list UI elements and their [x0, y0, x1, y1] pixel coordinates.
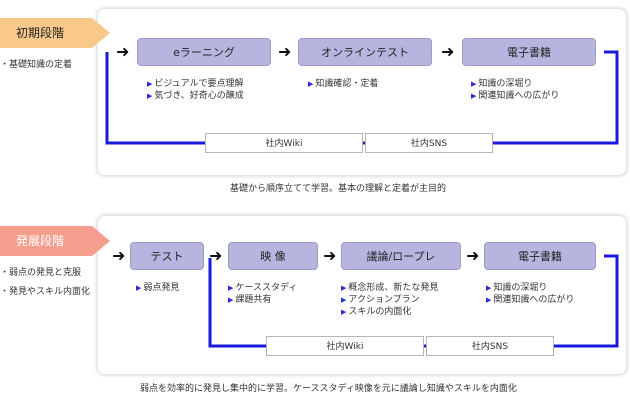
stage1-step-elearning: eラーニング [137, 38, 271, 66]
bullet-text: アクションプラン [348, 295, 420, 305]
bullet-text: ケーススタディ [235, 283, 298, 293]
bullet-text: 知識の深堀り [478, 79, 533, 89]
stage1-bullets-2: ▶知識確認・定着 [308, 78, 378, 90]
stage2-loop-sns: 社内SNS [426, 336, 554, 356]
stage1-loop-sns: 社内SNS [365, 133, 493, 153]
stage1-caption: 基礎から順序立てて学習。基本の理解と定着が主目的 [230, 184, 447, 194]
bullet-marker-icon: ▶ [228, 284, 234, 292]
stage2-arrow-3: ➜ [323, 246, 337, 265]
stage2-step-ebook: 電子書籍 [484, 242, 596, 270]
stage1-arrow-3: ➜ [441, 42, 455, 61]
stage2-tag-label: 発展段階 [16, 234, 65, 248]
bullet-text: 課題共有 [235, 295, 272, 305]
bullet-text: 弱点発見 [143, 283, 180, 293]
stage1-note: ・基礎知識の定着 [0, 60, 73, 70]
stage1-bullets-1: ▶ビジュアルで要点理解 ▶気づき、好奇心の醸成 [147, 78, 244, 102]
bullet-marker-icon: ▶ [147, 92, 153, 100]
bullet-marker-icon: ▶ [471, 80, 477, 88]
stage1-tag-label: 初期段階 [16, 26, 65, 40]
bullet-text: 知識の深堀り [493, 283, 548, 293]
stage2-arrow-1: ➜ [112, 246, 126, 265]
bullet-marker-icon: ▶ [341, 284, 347, 292]
bullet-text: スキルの内面化 [348, 307, 412, 317]
stage1-step-ebook: 電子書籍 [462, 38, 596, 66]
bullet-marker-icon: ▶ [486, 296, 492, 304]
bullet-text: 概念形成、新たな発見 [348, 283, 439, 293]
stage1-tag-shape [0, 18, 110, 48]
bullet-text: 関連知識への広がり [493, 295, 575, 305]
bullet-text: 関連知識への広がり [478, 91, 560, 101]
stage1-tag: 初期段階 [0, 18, 126, 48]
stage2-arrow-4: ➜ [466, 246, 480, 265]
stage2-tag: 発展段階 [0, 226, 126, 256]
stage2-tag-shape [0, 226, 110, 256]
stage1-arrow-2: ➜ [278, 42, 292, 61]
bullet-marker-icon: ▶ [147, 80, 153, 88]
stage2-arrow-2: ➜ [209, 246, 223, 265]
bullet-marker-icon: ▶ [486, 284, 492, 292]
bullet-marker-icon: ▶ [228, 296, 234, 304]
stage2-step-video: 映 像 [228, 242, 318, 270]
stage2-caption: 弱点を効率的に発見し集中的に学習。ケーススタディ映像を元に議論し知識やスキルを内… [140, 384, 517, 394]
bullet-text: 気づき、好奇心の醸成 [154, 91, 244, 101]
bullet-marker-icon: ▶ [308, 80, 314, 88]
stage2-loop-wiki: 社内Wiki [266, 336, 424, 356]
stage2-bullets-4: ▶知識の深堀り ▶関連知識への広がり [486, 282, 574, 306]
bullet-marker-icon: ▶ [341, 308, 347, 316]
bullet-marker-icon: ▶ [341, 296, 347, 304]
bullet-marker-icon: ▶ [471, 92, 477, 100]
stage2-note-2: ・発見やスキル内面化 [0, 287, 91, 297]
bullet-marker-icon: ▶ [136, 284, 142, 292]
stage2-note-1: ・弱点の発見と克服 [0, 268, 82, 278]
stage1-bullets-3: ▶知識の深堀り ▶関連知識への広がり [471, 78, 559, 102]
stage2-bullets-1: ▶弱点発見 [136, 282, 179, 294]
stage2-step-discussion: 議論/ロープレ [341, 242, 461, 270]
stage2-bullets-3: ▶概念形成、新たな発見 ▶アクションプラン ▶スキルの内面化 [341, 282, 438, 318]
stage1-step-online-test: オンラインテスト [298, 38, 432, 66]
stage1-loop-wiki: 社内Wiki [205, 133, 363, 153]
bullet-text: 知識確認・定着 [315, 79, 379, 89]
stage2-step-test: テスト [130, 242, 204, 270]
stage1-arrow-1: ➜ [116, 42, 130, 61]
stage2-bullets-2: ▶ケーススタディ ▶課題共有 [228, 282, 297, 306]
bullet-text: ビジュアルで要点理解 [154, 79, 244, 89]
